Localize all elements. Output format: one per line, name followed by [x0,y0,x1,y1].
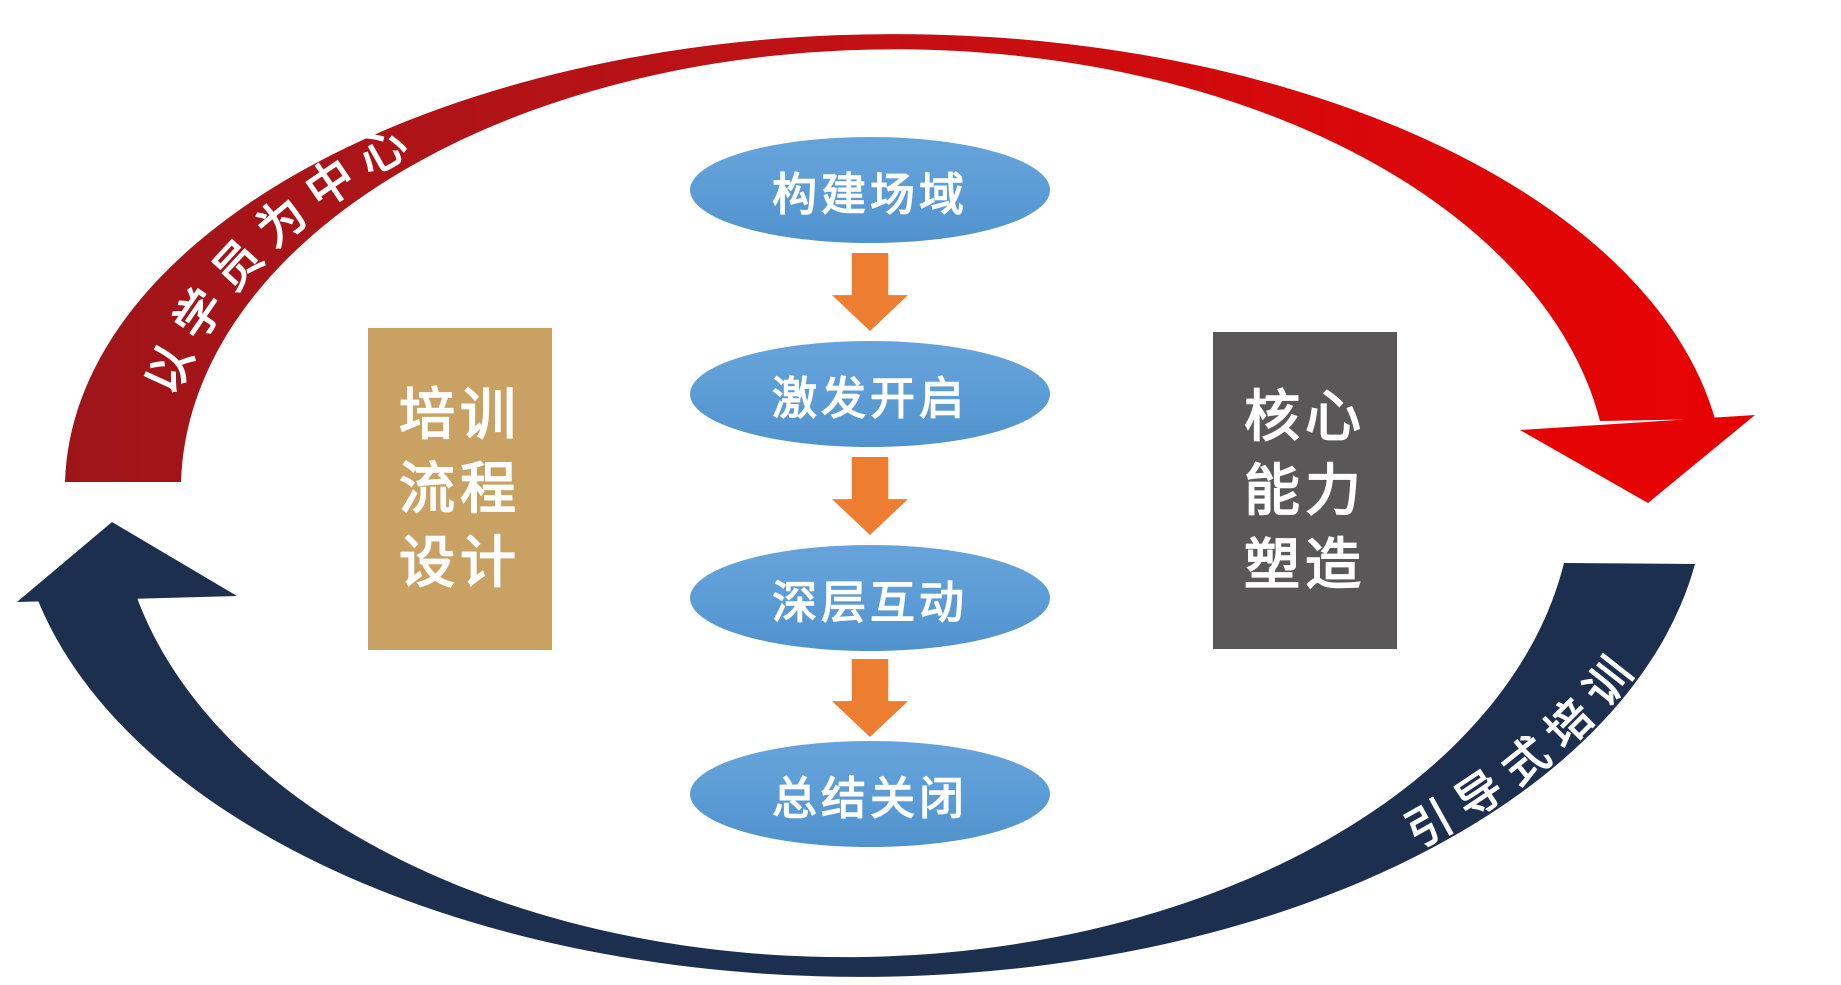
training-process-design-line-3: 设计 [399,531,521,594]
training-process-design-line-1: 培训 [399,383,521,446]
red-arrowhead-icon [1520,415,1755,503]
guided-training-arc-band [37,563,1695,977]
flow-step-summary-close: 总结关闭 [690,741,1050,847]
flow-step-deep-interaction: 深层互动 [690,545,1050,651]
navy-arrowhead-icon [17,522,237,602]
core-competency-box: 核心 能力 塑造 [1213,332,1397,649]
core-competency-line-1: 核心 [1244,384,1366,448]
training-process-design-line-2: 流程 [399,457,521,520]
flow-step-build-field: 构建场域 [690,137,1050,243]
core-competency-line-2: 能力 [1244,458,1366,522]
training-process-design-box: 培训 流程 设计 [368,328,552,650]
flow-step-activate-open: 激发开启 [690,341,1050,447]
core-competency-line-3: 塑造 [1244,532,1366,596]
